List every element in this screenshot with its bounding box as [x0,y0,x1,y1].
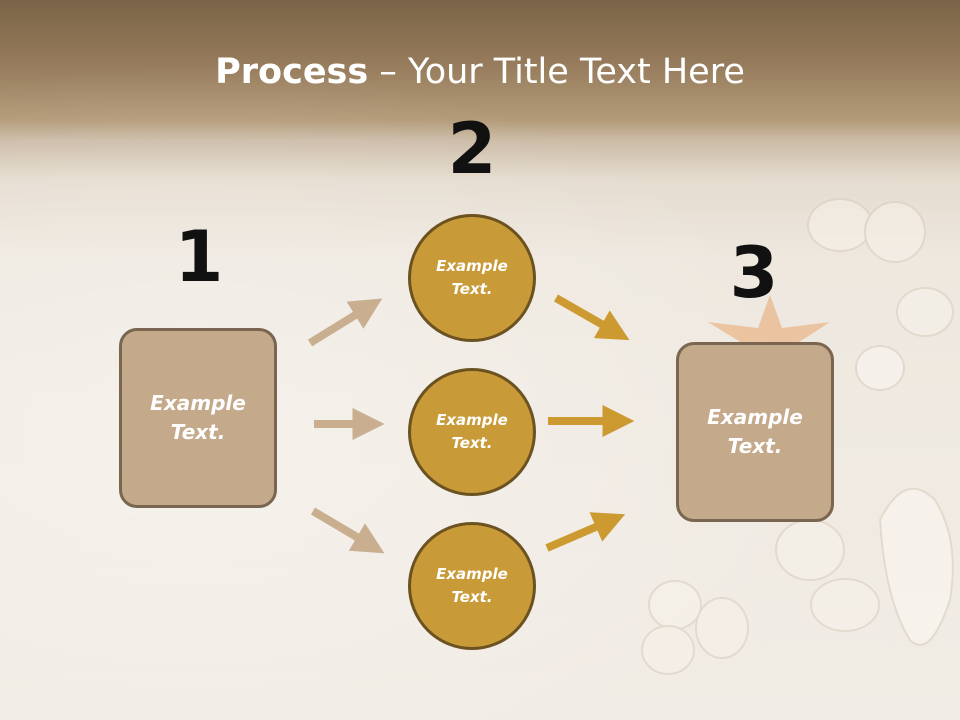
right-box-text: Example Text. [707,405,803,458]
shell-icon [855,345,905,391]
shell-icon [864,201,926,263]
conch-shell-icon [878,487,954,646]
shell-icon [695,597,749,659]
bottom-circle: Example Text. [408,522,536,650]
top-circle-text: Example Text. [436,257,508,298]
title-bold: Process [215,52,369,92]
arrow-from-bottom-circle [545,512,626,552]
arrow-from-top-circle [554,294,630,341]
middle-circle-text: Example Text. [436,411,508,452]
slide-title: Process – Your Title Text Here [0,52,960,92]
left-step-box: Example Text. [119,328,277,508]
top-circle: Example Text. [408,214,536,342]
shell-icon [810,578,880,632]
right-step-box: Example Text. [676,342,834,522]
shell-icon [896,287,954,337]
step-number-1: 1 [174,216,224,298]
title-rest: – Your Title Text Here [368,52,745,92]
shell-icon [641,625,695,675]
step-number-3: 3 [729,232,779,314]
bottom-circle-text: Example Text. [436,565,508,606]
middle-circle: Example Text. [408,368,536,496]
step-number-2: 2 [447,108,497,190]
arrow-to-top-circle [307,298,383,347]
left-box-text: Example Text. [150,391,246,444]
arrow-to-bottom-circle [310,507,385,554]
